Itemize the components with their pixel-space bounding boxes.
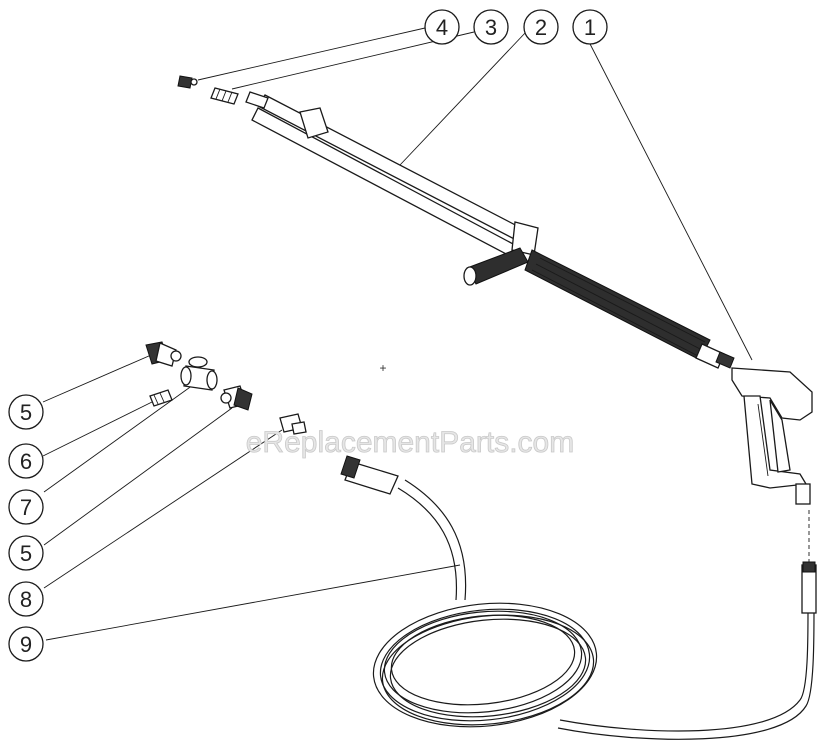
callout-5a-label: 5: [20, 400, 32, 425]
spray-gun: [731, 367, 813, 505]
callout-3-label: 3: [485, 15, 497, 40]
callout-1-label: 1: [584, 15, 596, 40]
callout-7: 7: [8, 489, 44, 525]
callouts: 4 3 2 1 5 6 7 5: [8, 9, 608, 662]
callout-4: 4: [424, 9, 460, 45]
callout-2: 2: [523, 9, 559, 45]
nipple-6: [149, 389, 173, 407]
callout-4-label: 4: [436, 15, 448, 40]
plug-8: [279, 413, 307, 435]
lance: [251, 94, 735, 369]
callout-3: 3: [473, 9, 509, 45]
hose-crimp-lower: [801, 510, 817, 614]
callout-6-label: 6: [20, 449, 32, 474]
nozzle: [210, 87, 269, 109]
callout-9-label: 9: [20, 632, 32, 657]
callout-5a: 5: [8, 394, 44, 430]
coupler-5a: [145, 341, 182, 367]
callout-9: 9: [8, 626, 44, 662]
callout-8: 8: [8, 581, 44, 617]
fittings: [145, 341, 307, 435]
callout-7-label: 7: [20, 495, 32, 520]
hose: [372, 479, 815, 740]
callout-5b-label: 5: [20, 541, 32, 566]
tee-7: [180, 356, 218, 391]
coupler-5b: [220, 385, 253, 411]
callout-2-label: 2: [535, 15, 547, 40]
center-mark: +: [379, 361, 386, 375]
hose-crimp-upper: [340, 455, 399, 495]
callout-6: 6: [8, 443, 44, 479]
leader-lines: [42, 27, 753, 641]
callout-1: 1: [572, 9, 608, 45]
tip: [177, 75, 198, 89]
callout-5b: 5: [8, 535, 44, 571]
watermark: eReplacementParts.com: [246, 426, 574, 459]
callout-8-label: 8: [20, 587, 32, 612]
